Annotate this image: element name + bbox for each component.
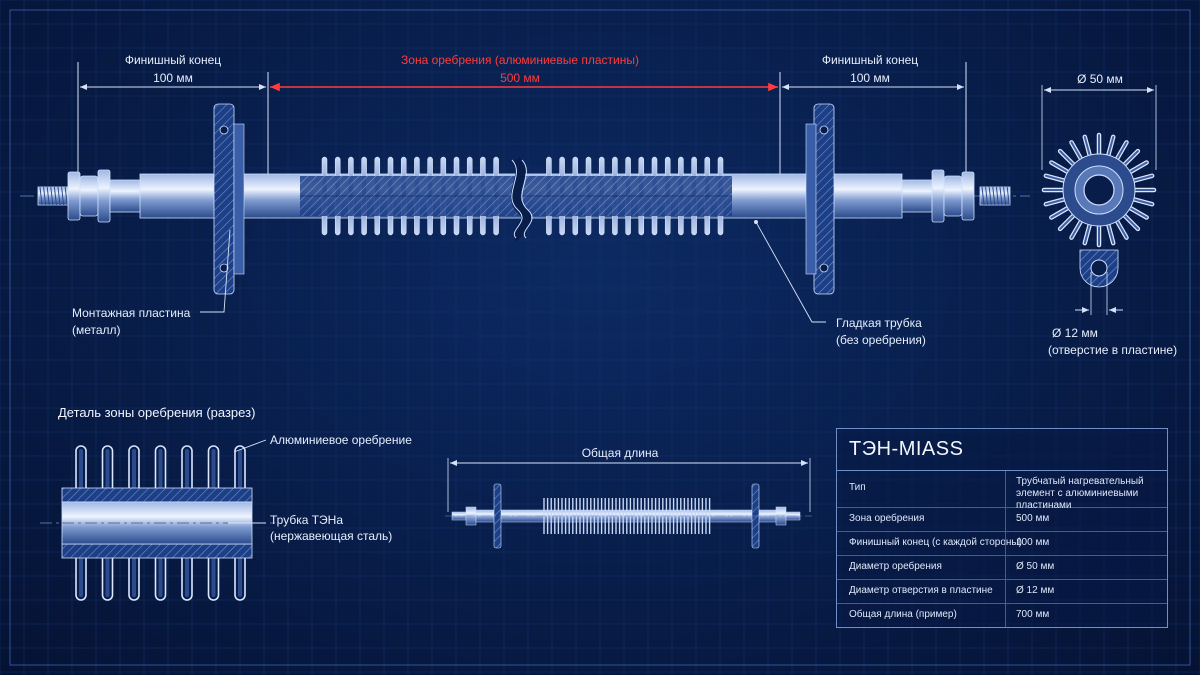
detail-tube-sublabel: (нержавеющая сталь): [270, 529, 393, 543]
spec-value: Трубчатый нагревательный элемент с алюми…: [1016, 476, 1144, 511]
mount-plate-right: [805, 103, 835, 295]
spec-row: Тип Трубчатый нагревательный элемент с а…: [837, 471, 1167, 511]
spec-value: 500 мм: [1016, 513, 1050, 524]
spec-row: Диаметр отверстия в пластине Ø 12 мм: [837, 580, 1167, 604]
spec-key: Финишный конец (с каждой стороны): [849, 537, 1022, 548]
dimension-lines: [77, 62, 967, 180]
finish-end-right-dim: 100 мм: [850, 71, 890, 85]
finish-end-right-label: Финишный конец: [821, 53, 919, 67]
overall-view: [445, 458, 812, 549]
finish-end-left-label: Финишный конец: [124, 53, 222, 67]
spec-key: Диаметр оребрения: [849, 561, 942, 572]
overall-length-label: Общая длина: [581, 446, 659, 460]
smooth-tube-sublabel: (без оребрения): [836, 333, 926, 347]
heating-element-main: [20, 62, 1030, 323]
detail-fin-label: Алюминиевое оребрение: [270, 433, 412, 447]
end-view-diameter: Ø 50 мм: [1077, 72, 1123, 86]
spec-key: Общая длина (пример): [849, 609, 957, 620]
spec-row: Финишный конец (с каждой стороны) 100 мм: [837, 532, 1167, 556]
spec-title: ТЭН-MIASS: [837, 429, 1167, 471]
spec-row: Общая длина (пример) 700 мм: [837, 604, 1167, 627]
mount-plate-sublabel: (металл): [72, 323, 121, 337]
fin-zone-label: Зона оребрения (алюминиевые пластины): [401, 53, 639, 67]
mount-plate-left: [213, 103, 245, 295]
smooth-tube-label: Гладкая трубка: [836, 316, 922, 330]
end-view-hole-note: (отверстие в пластине): [1048, 343, 1178, 357]
spec-key: Диаметр отверстия в пластине: [849, 585, 993, 596]
end-view: [1041, 85, 1157, 315]
fin-detail-section: [40, 439, 275, 601]
detail-tube-label: Трубка ТЭНа: [270, 513, 344, 527]
detail-title: Деталь зоны оребрения (разрез): [58, 405, 256, 420]
spec-row: Диаметр оребрения Ø 50 мм: [837, 556, 1167, 580]
spec-value: 100 мм: [1016, 537, 1050, 548]
fin-zone-dim: 500 мм: [500, 71, 540, 85]
end-view-hole-dim: Ø 12 мм: [1052, 326, 1098, 340]
spec-value: 700 мм: [1016, 609, 1050, 620]
spec-key: Тип: [849, 482, 866, 493]
spec-value: Ø 50 мм: [1016, 561, 1055, 572]
spec-value: Ø 12 мм: [1016, 585, 1055, 596]
spec-row: Зона оребрения 500 мм: [837, 508, 1167, 532]
finish-end-left-dim: 100 мм: [153, 71, 193, 85]
spec-table: ТЭН-MIASS Тип Трубчатый нагревательный э…: [836, 428, 1168, 628]
mount-plate-label: Монтажная пластина: [72, 306, 191, 320]
spec-key: Зона оребрения: [849, 513, 925, 524]
